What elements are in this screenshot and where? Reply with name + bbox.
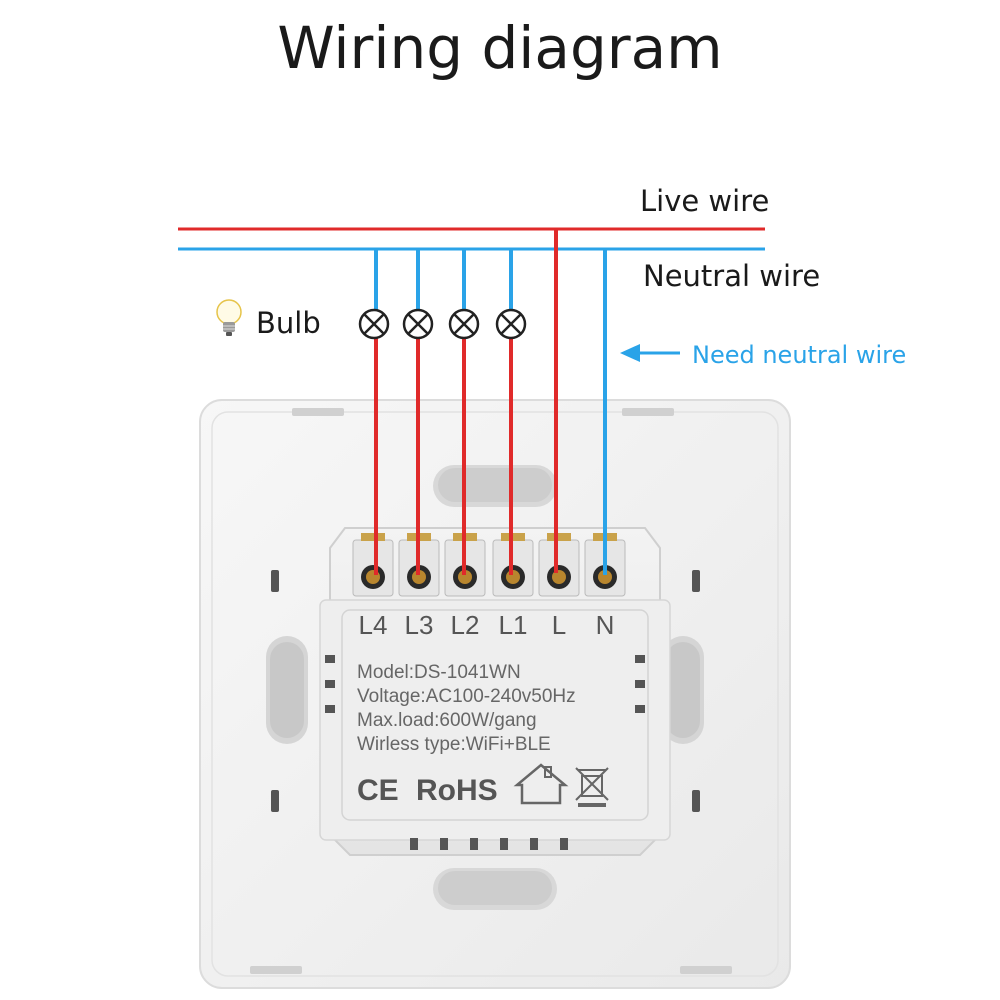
- terminal-label-l1: L1: [499, 610, 528, 640]
- light-bulb-icon: [216, 299, 242, 336]
- spec-voltage: Voltage:AC100-240v50Hz: [357, 686, 576, 707]
- bulb-label: Bulb: [256, 306, 321, 340]
- live-wire-label: Live wire: [640, 184, 770, 218]
- terminal-screw-l4: [352, 533, 394, 597]
- bulb-symbol-1: [358, 308, 390, 340]
- terminal-label-n: N: [596, 610, 615, 640]
- spec-model: Model:DS-1041WN: [357, 662, 521, 683]
- wires: [178, 227, 765, 575]
- need-neutral-label: Need neutral wire: [692, 341, 907, 369]
- bulb-symbols: [358, 308, 527, 340]
- bulb-symbol-2: [402, 308, 434, 340]
- bulb-symbol-3: [448, 308, 480, 340]
- bulb-symbol-4: [495, 308, 527, 340]
- terminal-label-l: L: [552, 610, 566, 640]
- spec-max-load: Max.load:600W/gang: [357, 710, 537, 731]
- spec-wireless: Wirless type:WiFi+BLE: [357, 734, 551, 755]
- terminal-screw-l: [538, 533, 580, 597]
- ce-mark: CE: [357, 774, 399, 807]
- rohs-mark: RoHS: [416, 774, 498, 807]
- weee-bin-icon: [575, 767, 609, 807]
- cert-marks: CE RoHS: [357, 763, 609, 807]
- terminal-label-l3: L3: [405, 610, 434, 640]
- terminal-labels: L4 L3 L2 L1 L N: [359, 610, 615, 640]
- terminal-label-l2: L2: [451, 610, 480, 640]
- terminal-label-l4: L4: [359, 610, 388, 640]
- neutral-wire-label: Neutral wire: [643, 259, 821, 293]
- house-icon: [513, 763, 569, 805]
- spec-block: Model:DS-1041WN Voltage:AC100-240v50Hz M…: [357, 662, 576, 755]
- page-title: Wiring diagram: [277, 14, 723, 82]
- arrow-left-icon: [620, 344, 680, 362]
